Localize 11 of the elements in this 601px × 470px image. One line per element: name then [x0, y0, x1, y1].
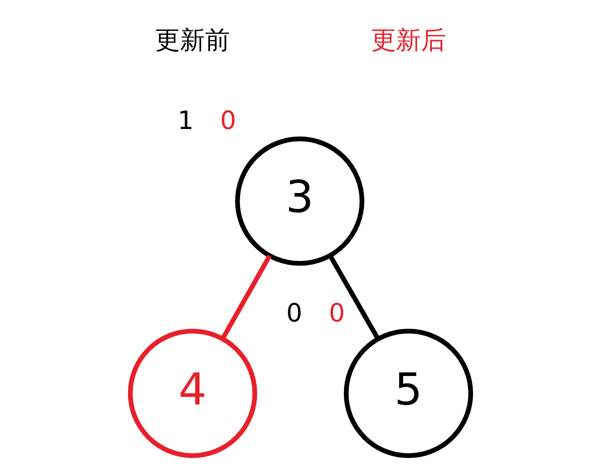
connector	[328, 254, 380, 340]
node-circle: 4	[128, 328, 258, 458]
node-label: 0	[286, 298, 302, 328]
node-label: 1	[178, 106, 194, 136]
node-label: 0	[328, 298, 345, 328]
label: 更新前	[155, 26, 230, 55]
node-circle: 5	[344, 328, 474, 458]
node-circle: 3	[235, 136, 364, 266]
node-label: 0	[220, 106, 236, 136]
connector	[220, 254, 272, 340]
label: 更新后	[370, 26, 446, 55]
